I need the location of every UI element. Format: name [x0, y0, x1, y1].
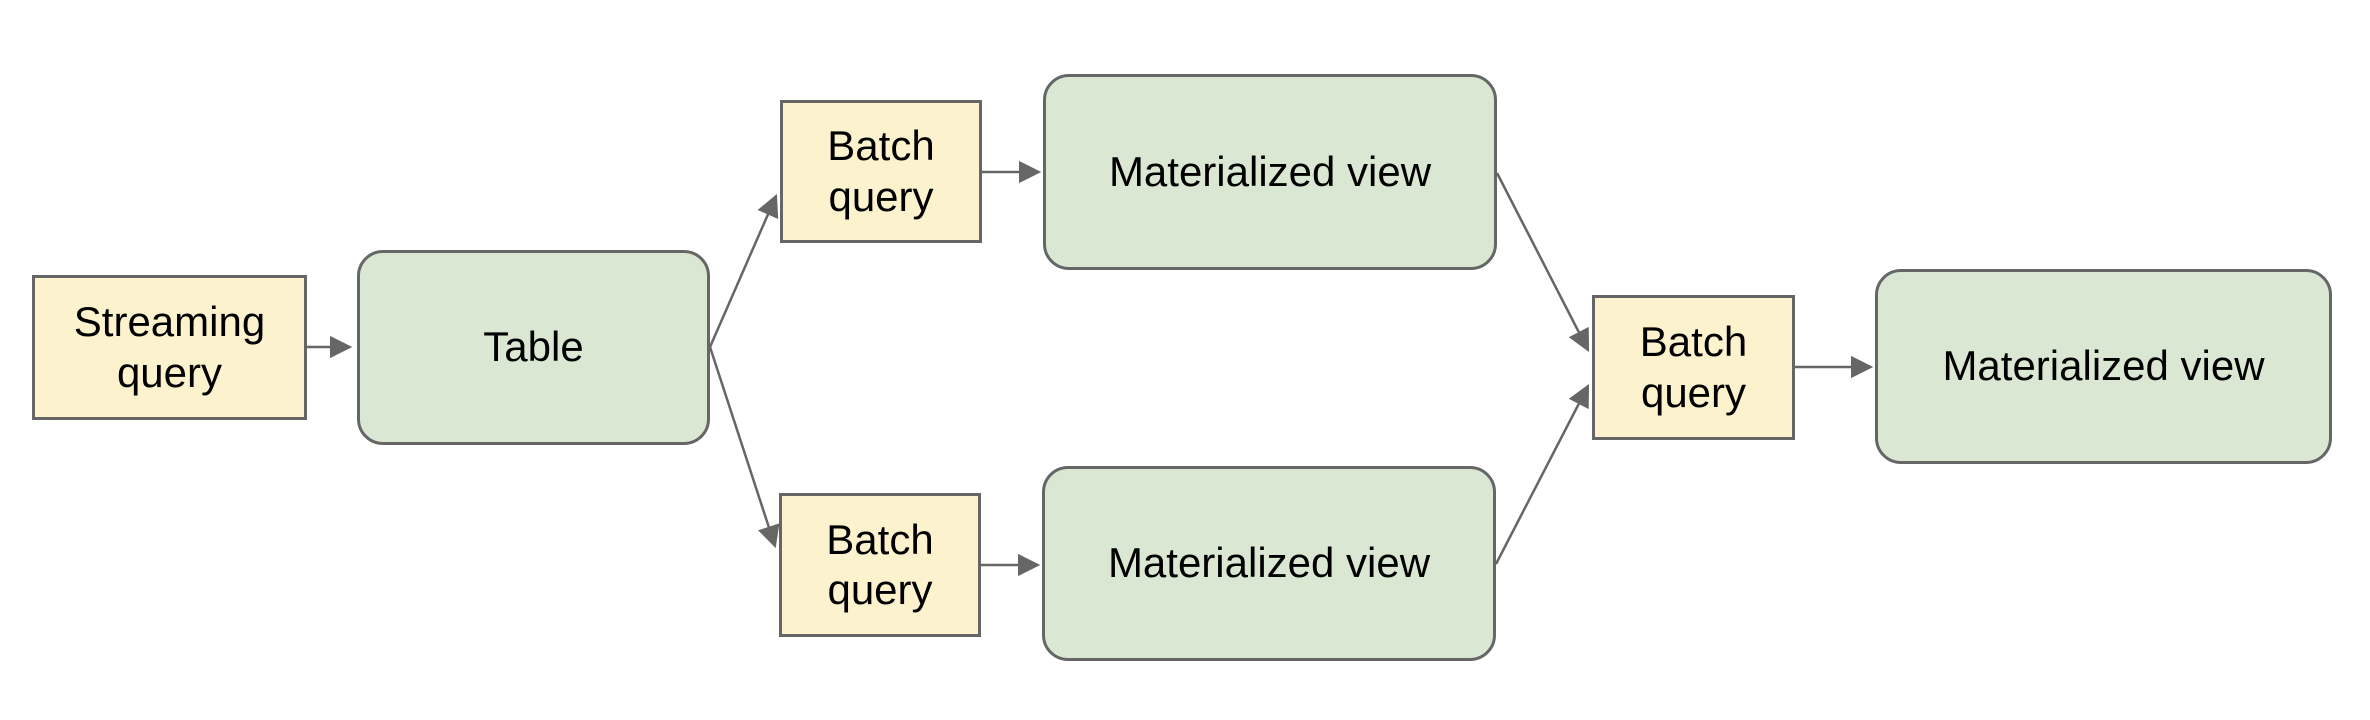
node-label: Materialized view	[1108, 147, 1432, 195]
node-table: Table	[357, 250, 710, 445]
node-label: Table	[483, 323, 584, 371]
node-label: Batch query	[1639, 318, 1748, 416]
edge-table-to-batch-query-bottom	[708, 346, 780, 549]
node-materialized-view-top: Materialized view	[1043, 74, 1497, 270]
edge-table-to-batch-query-top	[708, 193, 779, 348]
node-batch-query-top: Batch query	[780, 100, 982, 243]
node-label: Batch query	[826, 515, 934, 613]
node-materialized-view-final: Materialized view	[1875, 269, 2332, 464]
node-label: Streaming query	[73, 298, 266, 396]
node-label: Materialized view	[1107, 539, 1431, 587]
node-label: Materialized view	[1942, 342, 2265, 390]
edge-materialized-view-top-to-batch-query-right	[1495, 172, 1590, 353]
node-batch-query-bottom: Batch query	[779, 493, 981, 637]
node-materialized-view-bottom: Materialized view	[1042, 466, 1496, 661]
node-streaming-query: Streaming query	[32, 275, 307, 420]
edge-materialized-view-bottom-to-batch-query-right	[1494, 384, 1590, 565]
node-batch-query-right: Batch query	[1592, 295, 1795, 440]
node-label: Batch query	[827, 122, 935, 220]
